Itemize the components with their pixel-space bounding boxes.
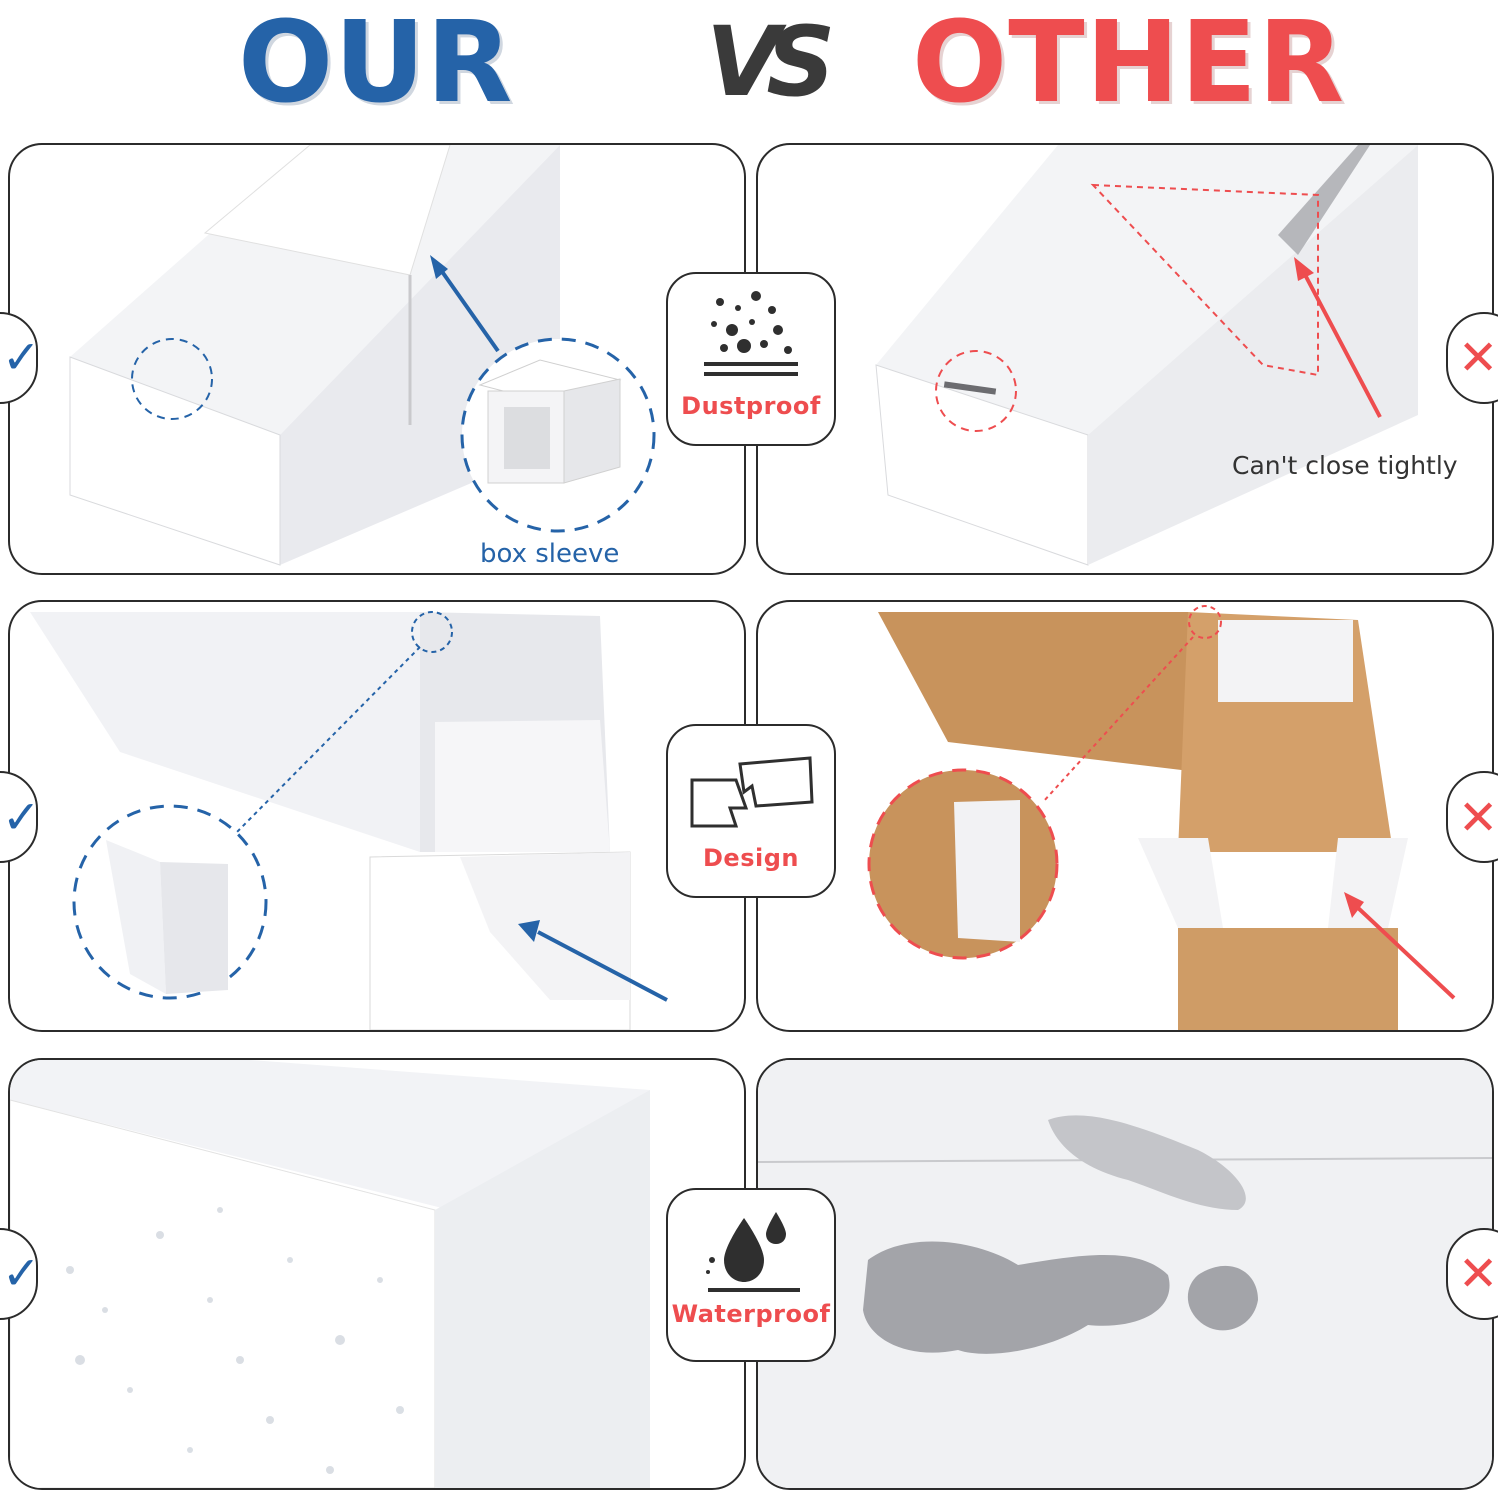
- waterproof-badge: Waterproof: [666, 1188, 836, 1362]
- ours-dustproof-panel: box sleeve: [8, 143, 746, 575]
- design-label: Design: [703, 844, 799, 872]
- other-mark-notch-2: [1446, 771, 1498, 863]
- check-icon: ✓: [2, 790, 41, 844]
- ours-waterproof-panel: [8, 1058, 746, 1490]
- other-water-stain-illustration: [758, 1060, 1492, 1488]
- dustproof-badge: Dustproof: [666, 272, 836, 446]
- box-sleeve-caption: box sleeve: [480, 539, 620, 569]
- cant-close-caption: Can't close tightly: [1232, 451, 1458, 480]
- ours-box-sleeve-illustration: [69, 145, 656, 566]
- header-vs: VS: [706, 6, 835, 118]
- other-kraft-box-illustration: [867, 605, 1456, 1030]
- interlocking-flap-icon: [690, 756, 814, 828]
- dust-particles-icon: [704, 291, 798, 376]
- cross-icon: ✕: [1458, 330, 1498, 386]
- waterproof-label: Waterproof: [671, 1300, 831, 1328]
- check-icon: ✓: [2, 1246, 41, 1300]
- ours-water-beads-illustration: [10, 1060, 650, 1488]
- dustproof-label: Dustproof: [681, 392, 821, 420]
- ours-design-panel: [8, 600, 746, 1032]
- header-our: OUR: [238, 0, 514, 128]
- ours-flap-design-illustration: [30, 611, 668, 1030]
- water-drops-icon: [706, 1212, 800, 1292]
- cross-icon: ✕: [1458, 790, 1498, 846]
- cross-icon: ✕: [1458, 1246, 1498, 1302]
- other-dustproof-panel: Can't close tightly: [756, 143, 1494, 575]
- other-design-panel: [756, 600, 1494, 1032]
- other-box-gap-illustration: [875, 145, 1418, 566]
- design-badge: Design: [666, 724, 836, 898]
- other-waterproof-panel: [756, 1058, 1494, 1490]
- header-other: OTHER: [912, 0, 1346, 128]
- check-icon: ✓: [2, 330, 41, 384]
